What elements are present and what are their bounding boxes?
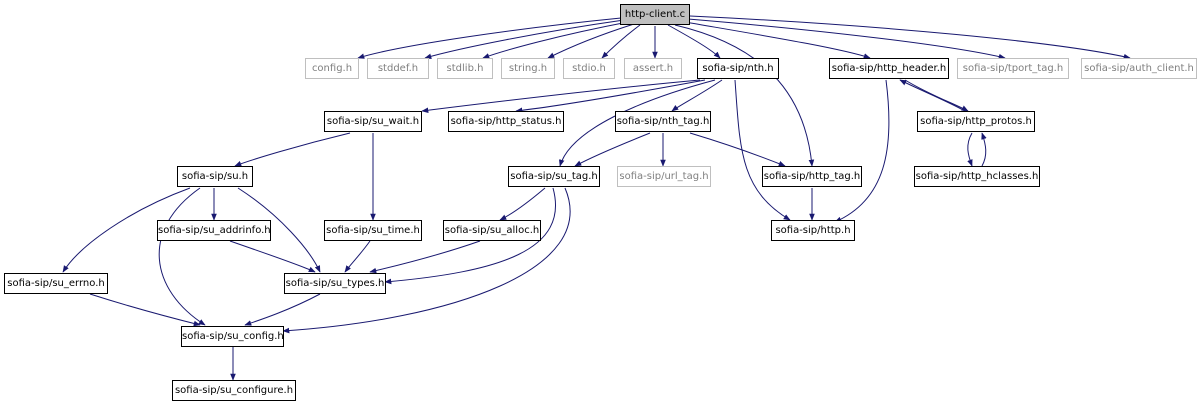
node-su-errno-h[interactable]: sofia-sip/su_errno.h [4, 273, 108, 294]
edge-layer [62, 15, 1131, 381]
edge-su-h-to-su-errno-h [62, 187, 191, 273]
node-su-h[interactable]: sofia-sip/su.h [177, 166, 253, 187]
edge-http-header-h-to-http-h [834, 79, 890, 223]
node-su-wait-h[interactable]: sofia-sip/su_wait.h [324, 111, 422, 132]
node-su-tag-h[interactable]: sofia-sip/su_tag.h [508, 166, 600, 187]
node-tport-tag-h: sofia-sip/tport_tag.h [957, 58, 1069, 79]
node-assert-h: assert.h [624, 58, 682, 79]
node-http-client-c: http-client.c [620, 4, 690, 25]
edge-nth-h-to-http-h [734, 79, 791, 221]
node-su-config-h[interactable]: sofia-sip/su_config.h [181, 326, 284, 347]
node-su-configure-h[interactable]: sofia-sip/su_configure.h [172, 380, 296, 401]
edge-http-protos-h-to-http-hclasses-h [967, 132, 973, 167]
node-su-addrinfo-h[interactable]: sofia-sip/su_addrinfo.h [157, 220, 271, 241]
node-http-tag-h[interactable]: sofia-sip/http_tag.h [762, 166, 862, 187]
edge-nth-tag-h-to-http-tag-h [689, 132, 786, 167]
edge-http-client-c-to-auth-client-h [689, 15, 1131, 60]
edge-su-alloc-h-to-su-types-h [369, 240, 481, 274]
edge-su-h-to-su-config-h [158, 187, 206, 326]
edge-su-h-to-su-types-h [237, 187, 321, 273]
edge-http-client-c-to-tport-tag-h [687, 18, 1006, 60]
node-nth-tag-h[interactable]: sofia-sip/nth_tag.h [615, 111, 711, 132]
edge-http-client-c-to-string-h [547, 23, 635, 59]
edge-su-errno-h-to-su-config-h [89, 293, 201, 327]
edge-nth-h-to-su-tag-h [558, 79, 716, 167]
node-stddef-h: stddef.h [367, 58, 429, 79]
edge-su-tag-h-to-su-alloc-h [499, 187, 546, 221]
node-string-h: string.h [501, 58, 555, 79]
edge-http-client-c-to-config-h [357, 17, 622, 59]
edge-http-client-c-to-stddef-h [424, 19, 625, 59]
edge-http-client-c-to-http-header-h [684, 21, 871, 59]
node-config-h: config.h [305, 58, 359, 79]
edge-nth-h-to-su-wait-h [421, 79, 701, 113]
node-http-status-h[interactable]: sofia-sip/http_status.h [448, 111, 564, 132]
node-su-alloc-h[interactable]: sofia-sip/su_alloc.h [443, 220, 541, 241]
edge-http-hclasses-h-to-http-protos-h [981, 132, 987, 167]
node-su-types-h[interactable]: sofia-sip/su_types.h [284, 273, 386, 294]
edge-http-client-c-to-nth-h [667, 24, 721, 59]
edge-nth-h-to-nth-tag-h [671, 79, 723, 112]
node-http-hclasses-h[interactable]: sofia-sip/http_hclasses.h [914, 166, 1040, 187]
edge-su-addrinfo-h-to-su-types-h [229, 240, 316, 273]
node-stdio-h: stdio.h [563, 58, 615, 79]
edge-su-tag-h-to-su-types-h [384, 187, 556, 285]
edge-nth-tag-h-to-su-tag-h [574, 132, 651, 167]
edge-nth-h-to-http-status-h [515, 79, 706, 114]
edge-su-wait-h-to-su-h [234, 132, 351, 167]
node-http-header-h[interactable]: sofia-sip/http_header.h [829, 58, 949, 79]
node-url-tag-h: sofia-sip/url_tag.h [617, 166, 711, 187]
edge-http-client-c-to-http-tag-h [674, 24, 815, 167]
node-nth-h[interactable]: sofia-sip/nth.h [697, 58, 779, 79]
edge-http-header-h-to-http-protos-h [904, 79, 969, 112]
node-http-protos-h[interactable]: sofia-sip/http_protos.h [917, 111, 1035, 132]
edge-su-time-h-to-su-types-h [344, 240, 371, 273]
node-stdlib-h: stdlib.h [437, 58, 493, 79]
edge-http-protos-h-to-http-header-h [899, 79, 966, 112]
edge-su-tag-h-to-su-config-h [282, 187, 571, 334]
node-auth-client-h: sofia-sip/auth_client.h [1081, 58, 1197, 79]
edge-http-client-c-to-stdio-h [601, 24, 641, 59]
edge-http-client-c-to-stdlib-h [482, 21, 629, 59]
edge-su-types-h-to-su-config-h [244, 293, 321, 326]
node-http-h[interactable]: sofia-sip/http.h [771, 220, 855, 241]
node-su-time-h[interactable]: sofia-sip/su_time.h [324, 220, 422, 241]
